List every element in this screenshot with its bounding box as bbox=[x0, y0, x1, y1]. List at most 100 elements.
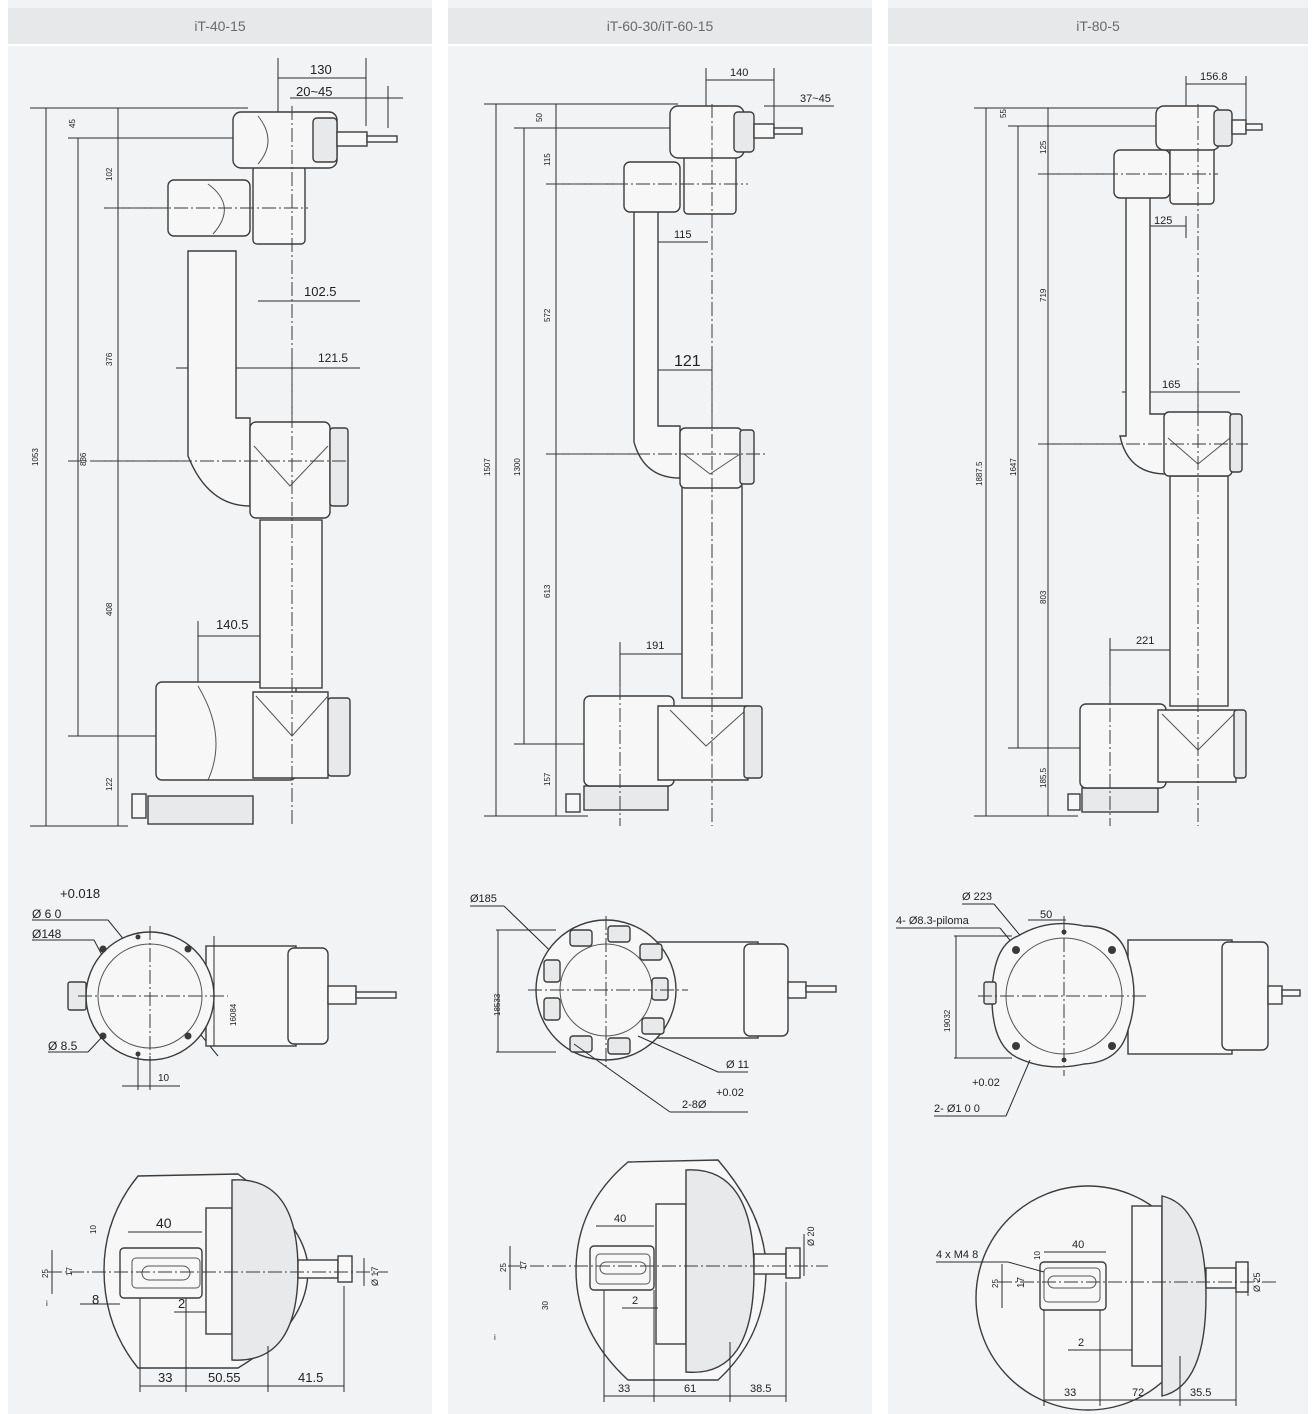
dim-45: 45 bbox=[68, 119, 77, 128]
dim-10-depth: 10 bbox=[89, 1225, 98, 1234]
dim-156-8: 156.8 bbox=[1200, 71, 1228, 83]
dim-2-10: 2- Ø1 0 0 bbox=[934, 1103, 980, 1115]
side-view: 1507 1300 50 115 572 613 157 140 37~45 1… bbox=[483, 67, 834, 826]
dim-40: 40 bbox=[1072, 1239, 1084, 1251]
dim-165: 165 bbox=[1162, 379, 1180, 391]
panel-it-60-30: iT-60-30/iT-60-15 1507 1300 50 115 572 6… bbox=[448, 0, 872, 1414]
dim-33: 33 bbox=[618, 1383, 630, 1395]
mark-i: i bbox=[46, 1299, 48, 1308]
dim-2: 2 bbox=[1078, 1337, 1084, 1349]
dim-121: 121 bbox=[674, 353, 701, 370]
dim-m4: 4 x M4 8 bbox=[936, 1249, 978, 1261]
side-view: 1053 886 45 102 376 408 122 130 20~45 10… bbox=[30, 58, 403, 827]
dim-140-5: 140.5 bbox=[216, 617, 249, 632]
dim-phi-17: Ø 17 bbox=[370, 1266, 380, 1286]
dim-phi-60: Ø 6 0 bbox=[32, 907, 62, 921]
dim-phi-148: Ø148 bbox=[32, 927, 62, 941]
dim-phi-223: Ø 223 bbox=[962, 891, 992, 903]
dim-122: 122 bbox=[105, 777, 114, 791]
dim-20-45: 20~45 bbox=[296, 84, 333, 99]
dim-phi-25: Ø 25 bbox=[1252, 1272, 1262, 1292]
dim-1887-5: 1887.5 bbox=[975, 461, 984, 486]
dim-tol-0-02: +0.02 bbox=[972, 1077, 1000, 1089]
dim-50: 50 bbox=[535, 113, 544, 122]
dim-1507: 1507 bbox=[483, 458, 492, 476]
dim-572: 572 bbox=[543, 308, 552, 322]
drawing-it-80-5: 1887.5 1647 55 125 719 803 185.5 156.8 1… bbox=[896, 71, 1301, 1411]
side-view: 1887.5 1647 55 125 719 803 185.5 156.8 1… bbox=[974, 71, 1263, 826]
dim-157: 157 bbox=[543, 772, 552, 786]
dim-25: 25 bbox=[499, 1263, 508, 1272]
dim-25: 25 bbox=[991, 1279, 1000, 1288]
dim-160-84: 16084 bbox=[229, 1003, 238, 1026]
dim-408: 408 bbox=[105, 602, 114, 616]
panel-title: iT-40-15 bbox=[8, 8, 432, 46]
dim-41-5: 41.5 bbox=[298, 1370, 323, 1385]
dim-2: 2 bbox=[178, 1296, 185, 1311]
dim-1300: 1300 bbox=[513, 458, 522, 476]
dim-719: 719 bbox=[1039, 288, 1048, 302]
dim-35-5: 35.5 bbox=[1190, 1387, 1211, 1399]
dim-121-5: 121.5 bbox=[318, 351, 348, 365]
dim-tol-0-018: +0.018 bbox=[60, 886, 100, 901]
panel-title: iT-60-30/iT-60-15 bbox=[448, 8, 872, 46]
dim-50: 50 bbox=[1040, 909, 1052, 921]
dim-38-5: 38.5 bbox=[750, 1383, 771, 1395]
dim-holes: 4- Ø8.3-piloma bbox=[896, 915, 970, 927]
dim-185-5: 185.5 bbox=[1039, 767, 1048, 788]
dim-125: 125 bbox=[1154, 215, 1172, 227]
dim-803: 803 bbox=[1039, 590, 1048, 604]
dim-2-8: 2-8Ø bbox=[682, 1099, 707, 1111]
dim-phi-11: Ø 11 bbox=[726, 1059, 749, 1071]
bolt-pockets bbox=[543, 925, 669, 1055]
dim-125v: 125 bbox=[1039, 140, 1048, 154]
dim-tol-0-02: +0.02 bbox=[716, 1087, 744, 1099]
dim-613: 613 bbox=[543, 584, 552, 598]
dim-40: 40 bbox=[614, 1213, 626, 1225]
dim-17: 17 bbox=[65, 1267, 74, 1276]
mark-i: i bbox=[494, 1333, 496, 1342]
dim-72: 72 bbox=[1132, 1387, 1144, 1399]
dim-37-45: 37~45 bbox=[800, 93, 831, 105]
dim-50-55: 50.55 bbox=[208, 1370, 241, 1385]
dim-140: 140 bbox=[730, 67, 748, 79]
dim-55: 55 bbox=[999, 109, 1008, 118]
dim-102-5: 102.5 bbox=[304, 284, 337, 299]
dim-2: 2 bbox=[632, 1295, 638, 1307]
drawing-it-40-15: 1053 886 45 102 376 408 122 130 20~45 10… bbox=[30, 58, 403, 1392]
dim-1647: 1647 bbox=[1009, 458, 1018, 476]
flange-view: 40 10 25 17 i 8 2 Ø 17 33 50.55 41.5 bbox=[41, 1173, 388, 1392]
dim-190-32: 19032 bbox=[943, 1009, 952, 1032]
flange-view: 40 25 17 30 i Ø 20 2 33 61 38.5 bbox=[494, 1159, 828, 1402]
dim-1053: 1053 bbox=[31, 448, 40, 466]
dim-221: 221 bbox=[1136, 635, 1154, 647]
dim-40: 40 bbox=[156, 1215, 172, 1231]
drawing-it-60-30: 1507 1300 50 115 572 613 157 140 37~45 1… bbox=[470, 67, 837, 1402]
dim-30: 30 bbox=[541, 1301, 550, 1310]
dim-8: 8 bbox=[92, 1292, 99, 1307]
dim-25: 25 bbox=[41, 1269, 50, 1278]
top-view: Ø185 18533 bbox=[470, 893, 837, 1113]
dim-33: 33 bbox=[158, 1370, 172, 1385]
dim-10: 10 bbox=[1033, 1251, 1042, 1260]
dim-376: 376 bbox=[105, 352, 114, 366]
dim-phi-185: Ø185 bbox=[470, 893, 497, 905]
dim-102: 102 bbox=[105, 167, 114, 181]
panel-it-40-15: iT-40-15 1053 886 45 102 376 408 122 130 bbox=[8, 0, 432, 1414]
dim-191: 191 bbox=[646, 640, 664, 652]
dim-115: 115 bbox=[674, 229, 692, 241]
panel-title: iT-80-5 bbox=[888, 8, 1308, 46]
flange-view: 4 x M4 8 40 10 25 17 Ø 25 2 33 72 35.5 bbox=[936, 1185, 1278, 1411]
dim-886: 886 bbox=[79, 452, 88, 466]
dim-phi-20: Ø 20 bbox=[806, 1226, 816, 1246]
panel-it-80-5: iT-80-5 1887.5 1647 55 125 719 803 185.5… bbox=[888, 0, 1308, 1414]
dim-185-3: 18533 bbox=[493, 993, 502, 1016]
dim-10: 10 bbox=[158, 1073, 170, 1084]
dim-61: 61 bbox=[684, 1383, 696, 1395]
dim-phi-8-5: Ø 8.5 bbox=[48, 1039, 78, 1053]
dim-130: 130 bbox=[310, 62, 332, 77]
dim-17: 17 bbox=[519, 1261, 528, 1270]
top-view: +0.018 Ø 6 0 Ø148 16084 Ø 8.5 bbox=[32, 886, 397, 1090]
dim-33: 33 bbox=[1064, 1387, 1076, 1399]
dim-115v: 115 bbox=[543, 153, 552, 166]
